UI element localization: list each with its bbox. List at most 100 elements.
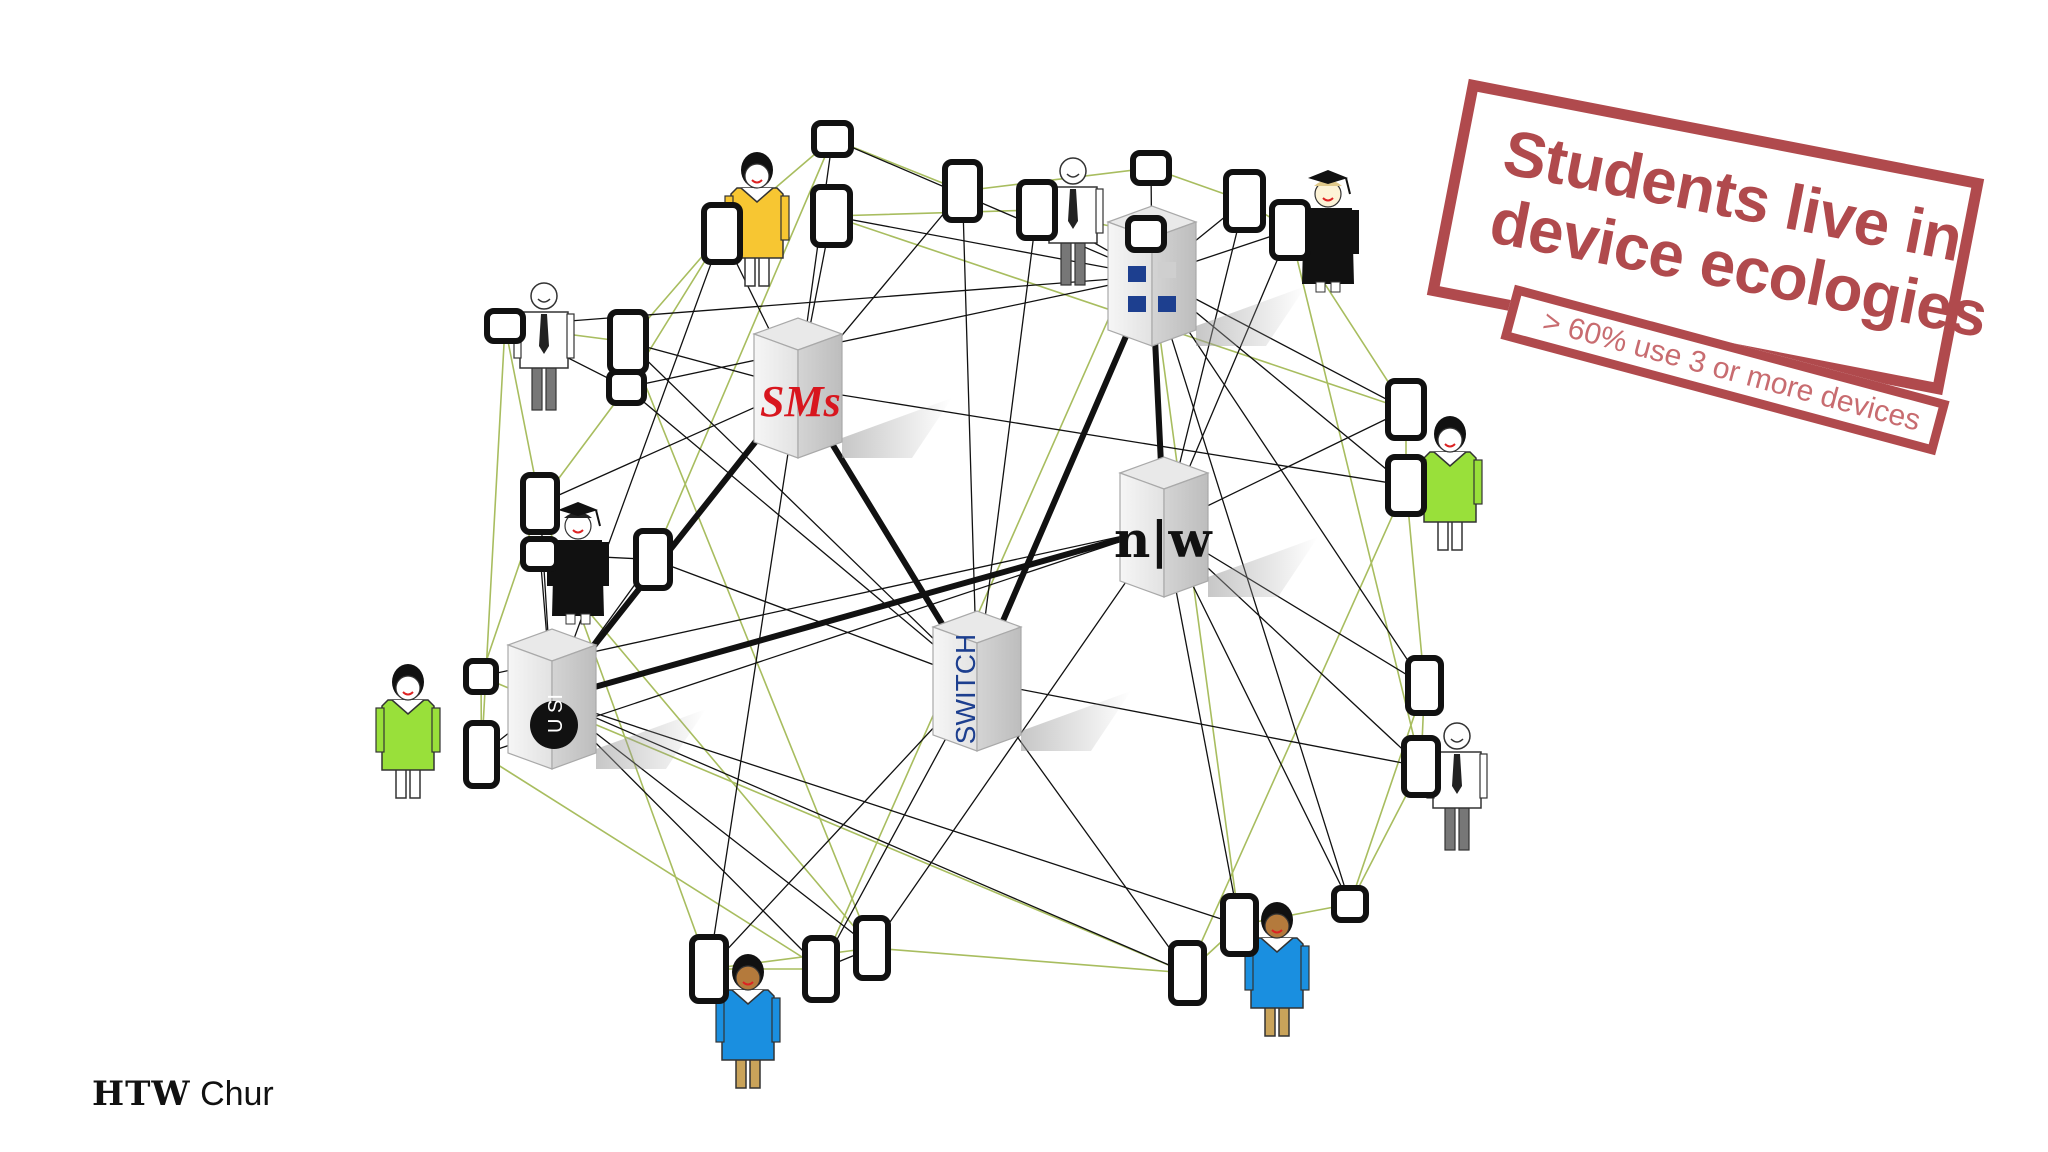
tie-icon [539, 314, 549, 354]
server-side [1163, 472, 1209, 598]
arm [1300, 945, 1310, 991]
leg [395, 767, 407, 799]
server-fhnw: n|w [1114, 456, 1318, 598]
foot [565, 613, 576, 625]
grey-square [1158, 262, 1176, 278]
logo-htw: HTW [92, 1074, 191, 1114]
tie-icon [1452, 754, 1462, 794]
tassel [1345, 177, 1351, 195]
device-icon [463, 658, 499, 695]
student-icon [724, 152, 790, 287]
server-switch: SWITCH [931, 610, 1131, 752]
arm [1473, 459, 1483, 505]
device-link [551, 698, 873, 949]
device-icon [701, 202, 743, 265]
device-icon [484, 308, 526, 344]
arm [1479, 753, 1488, 799]
leg [1437, 519, 1449, 551]
dress [1423, 451, 1477, 523]
student-icon [1297, 170, 1359, 293]
blue-square [1128, 296, 1146, 312]
switch-logo: SWITCH [950, 634, 981, 744]
smile [572, 529, 584, 534]
device-link [797, 387, 1407, 487]
smile [742, 981, 754, 986]
peer-link [1405, 484, 1426, 687]
face [1264, 913, 1290, 939]
leg [1458, 805, 1470, 851]
device-icon [1331, 885, 1369, 923]
device-icon [1385, 378, 1427, 441]
collar [1433, 451, 1467, 467]
leg [409, 767, 421, 799]
peer-link [1186, 484, 1407, 974]
device-icon [633, 528, 673, 591]
device-link [830, 215, 1153, 277]
device-link [627, 341, 978, 682]
leg [1451, 519, 1463, 551]
leg [735, 1057, 747, 1089]
device-icon [607, 309, 649, 375]
server-side [976, 626, 1022, 752]
smile [1450, 738, 1464, 743]
student-icon [715, 954, 781, 1089]
leg [545, 365, 557, 411]
device-icon [520, 472, 560, 535]
device-link [625, 386, 978, 682]
device-icon [1269, 199, 1311, 261]
foot [1315, 281, 1326, 293]
htw-chur-logo: HTW Chur [92, 1074, 274, 1114]
backbone-link [549, 524, 1167, 702]
smile [1322, 197, 1334, 202]
device-icon [853, 915, 891, 981]
arm [771, 997, 781, 1043]
student-icon [1417, 416, 1483, 551]
server-sms: SMs [752, 317, 952, 459]
smile [402, 691, 414, 696]
leg [758, 255, 770, 287]
leg [531, 365, 543, 411]
server-shadow [1196, 286, 1306, 346]
device-link [504, 275, 1153, 327]
usi-logo-text: U SI [545, 694, 567, 733]
smile [1066, 173, 1080, 178]
smile [1271, 929, 1283, 934]
arm [566, 313, 575, 359]
device-icon [1168, 940, 1207, 1006]
device-icon [1223, 169, 1266, 233]
arm [715, 997, 725, 1043]
device-icon [606, 369, 647, 406]
gown [552, 540, 604, 616]
peer-link [871, 947, 1189, 974]
server-shadow [1021, 691, 1131, 751]
leg [1060, 240, 1072, 286]
collar [731, 989, 765, 1005]
leg [749, 1057, 761, 1089]
foot [1330, 281, 1341, 293]
logo-chur: Chur [200, 1075, 274, 1113]
devices [463, 120, 1444, 1006]
device-link [652, 558, 978, 682]
peer-link [652, 138, 834, 561]
student-icon [1244, 902, 1310, 1037]
peer-link [830, 209, 1038, 217]
leg [1278, 1005, 1290, 1037]
leg [1264, 1005, 1276, 1037]
arm [780, 195, 790, 241]
smile [537, 298, 551, 303]
face [1443, 722, 1471, 750]
server-side [1151, 221, 1197, 347]
device-icon [520, 536, 560, 572]
peer-link [1349, 684, 1426, 905]
device-link [708, 387, 799, 970]
leg [1074, 240, 1086, 286]
device-icon [942, 159, 983, 223]
face [744, 163, 770, 189]
backbone-link [974, 273, 1155, 684]
blue-square [1128, 266, 1146, 282]
arm [1351, 210, 1359, 254]
device-icon [810, 184, 853, 248]
device-link [831, 138, 1153, 277]
device-icon [689, 934, 729, 1004]
face [1437, 427, 1463, 453]
